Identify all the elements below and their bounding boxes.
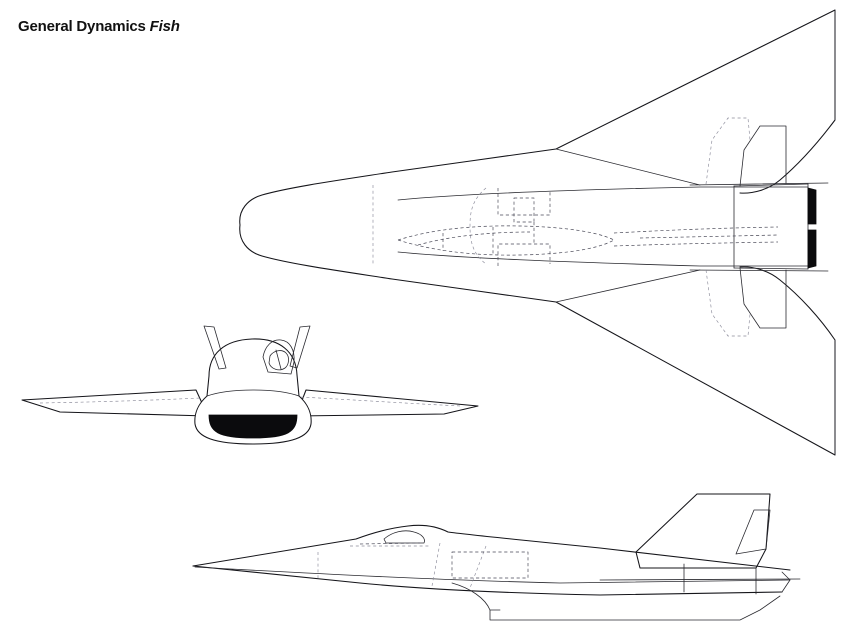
- title-model: Fish: [149, 18, 180, 35]
- front-view-air-intake: [208, 414, 298, 439]
- top-view-equipment-bay-mid: [513, 197, 535, 223]
- front-view-canopy: [262, 339, 295, 375]
- page-title: General Dynamics Fish: [18, 18, 180, 35]
- top-view-exhaust-nozzle-lower: [807, 229, 817, 269]
- top-view-wing-lower: [239, 224, 836, 456]
- top-view-wing-root-upper: [555, 148, 701, 186]
- top-view-nacelle-upper-edge: [733, 183, 809, 187]
- top-view-equipment-bay-lower: [497, 243, 551, 266]
- top-view-exhaust-nozzle-upper: [807, 187, 817, 225]
- top-view-fin-lower-hidden: [705, 269, 751, 337]
- side-view-lower-fuselage-line: [192, 565, 783, 596]
- top-view: [239, 9, 836, 456]
- front-view-wing-left: [21, 389, 209, 417]
- side-view-wing-station-fwd: [431, 542, 441, 587]
- side-view-canopy-hidden-line: [359, 542, 421, 545]
- top-view-fin-upper: [739, 125, 787, 187]
- top-view-equipment-bay-upper: [497, 188, 551, 216]
- side-view-chine-line: [194, 566, 791, 584]
- top-view-duct-line-lower: [613, 241, 779, 247]
- top-view-fuselage-upper-line: [397, 186, 809, 201]
- front-view-wing-left-dihedral-line: [39, 397, 201, 404]
- front-view: [21, 325, 479, 445]
- front-view-wing-right-dihedral-line: [299, 396, 461, 407]
- side-view-ventral-fairing: [451, 582, 781, 621]
- front-view-shoulder-line: [206, 389, 300, 397]
- top-view-canopy-inner-line: [417, 231, 531, 246]
- side-view-aft-end: [781, 571, 791, 593]
- side-view-tail-reference-line: [599, 578, 801, 581]
- top-view-duct-spine: [639, 234, 779, 239]
- front-view-fin-left: [203, 325, 227, 370]
- top-view-fuselage-blend-curve: [469, 187, 487, 265]
- front-view-canopy-glass: [268, 350, 289, 371]
- side-view: [192, 493, 801, 621]
- top-view-wing-upper: [239, 9, 836, 226]
- front-view-wing-right: [295, 389, 479, 417]
- top-view-fuselage-lower-line: [397, 251, 809, 267]
- top-view-nacelle-lower-edge: [733, 267, 809, 270]
- top-view-stabilizer-upper: [689, 182, 829, 186]
- side-view-canopy: [383, 530, 425, 544]
- title-manufacturer: General Dynamics: [18, 18, 146, 35]
- top-view-stabilizer-lower: [689, 269, 829, 272]
- front-view-fin-right: [289, 325, 311, 369]
- side-view-equipment-bay: [451, 551, 529, 579]
- top-view-wing-root-lower: [555, 269, 701, 303]
- front-view-canopy-frame: [275, 349, 282, 370]
- side-view-vertical-tail: [635, 493, 771, 569]
- top-view-fin-upper-hidden: [705, 117, 751, 185]
- top-view-fin-lower: [739, 267, 787, 329]
- top-view-canopy-outline: [397, 225, 615, 256]
- top-view-duct-line-upper: [613, 226, 779, 234]
- side-view-wing-station-aft: [469, 545, 487, 589]
- side-view-rudder: [735, 509, 771, 555]
- side-view-upper-fuselage-line: [192, 524, 791, 571]
